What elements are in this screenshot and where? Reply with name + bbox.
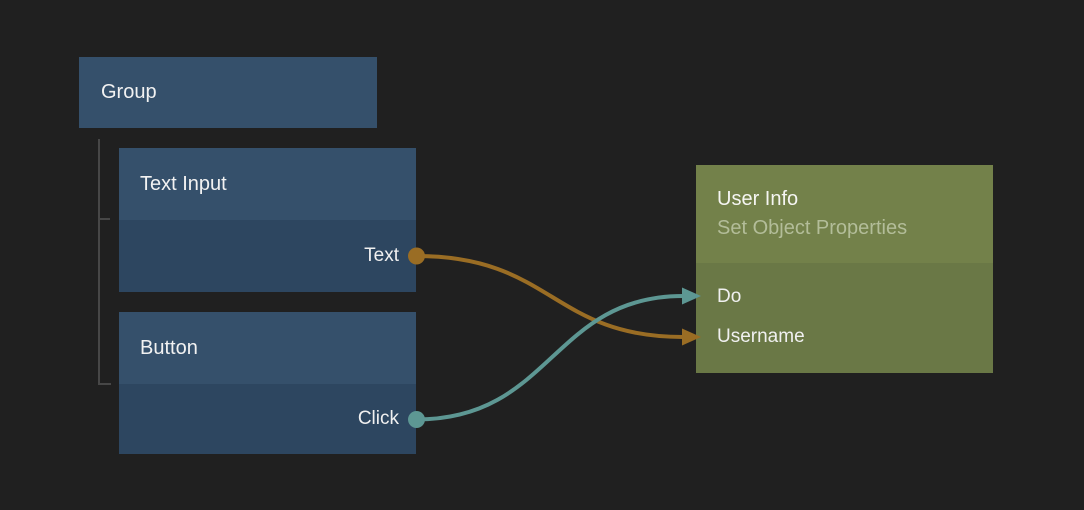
input-port-label-username: Username bbox=[717, 326, 805, 347]
output-port-dot-click[interactable] bbox=[408, 411, 425, 428]
input-port-row-do[interactable]: Do bbox=[696, 277, 993, 317]
group-tree-line-vertical bbox=[98, 139, 100, 385]
text-input-node-header[interactable]: Text Input bbox=[119, 148, 416, 220]
wire-click-to-do[interactable] bbox=[416, 294, 684, 422]
user-info-node-body: Do Username bbox=[696, 263, 993, 373]
button-node-body: Click bbox=[119, 384, 416, 454]
node-text-input[interactable]: Text Input Text bbox=[119, 148, 416, 292]
user-info-node-title: User Info bbox=[717, 188, 799, 210]
button-node-header[interactable]: Button bbox=[119, 312, 416, 384]
group-node-title: Group bbox=[101, 81, 157, 103]
output-port-label-click: Click bbox=[357, 408, 399, 429]
node-user-info[interactable]: User Info Set Object Properties Do Usern… bbox=[696, 165, 993, 373]
node-group[interactable]: Group bbox=[79, 57, 377, 128]
output-port-label-text: Text bbox=[364, 245, 399, 266]
user-info-node-header[interactable]: User Info Set Object Properties bbox=[696, 165, 993, 263]
input-port-arrow-username[interactable] bbox=[682, 328, 701, 346]
group-tree-tick-text-input bbox=[98, 218, 110, 220]
wire-text-to-username[interactable] bbox=[416, 254, 684, 339]
user-info-node-subtitle: Set Object Properties bbox=[717, 217, 908, 239]
input-port-label-do: Do bbox=[717, 286, 742, 307]
button-node-title: Button bbox=[140, 336, 198, 359]
text-input-node-title: Text Input bbox=[140, 172, 227, 195]
output-port-dot-text[interactable] bbox=[408, 247, 425, 265]
node-button[interactable]: Button Click bbox=[119, 312, 416, 454]
input-port-row-username[interactable]: Username bbox=[696, 317, 993, 357]
group-tree-tick-button bbox=[98, 383, 111, 385]
input-port-arrow-do[interactable] bbox=[682, 287, 701, 305]
text-input-node-body: Text bbox=[119, 220, 416, 292]
